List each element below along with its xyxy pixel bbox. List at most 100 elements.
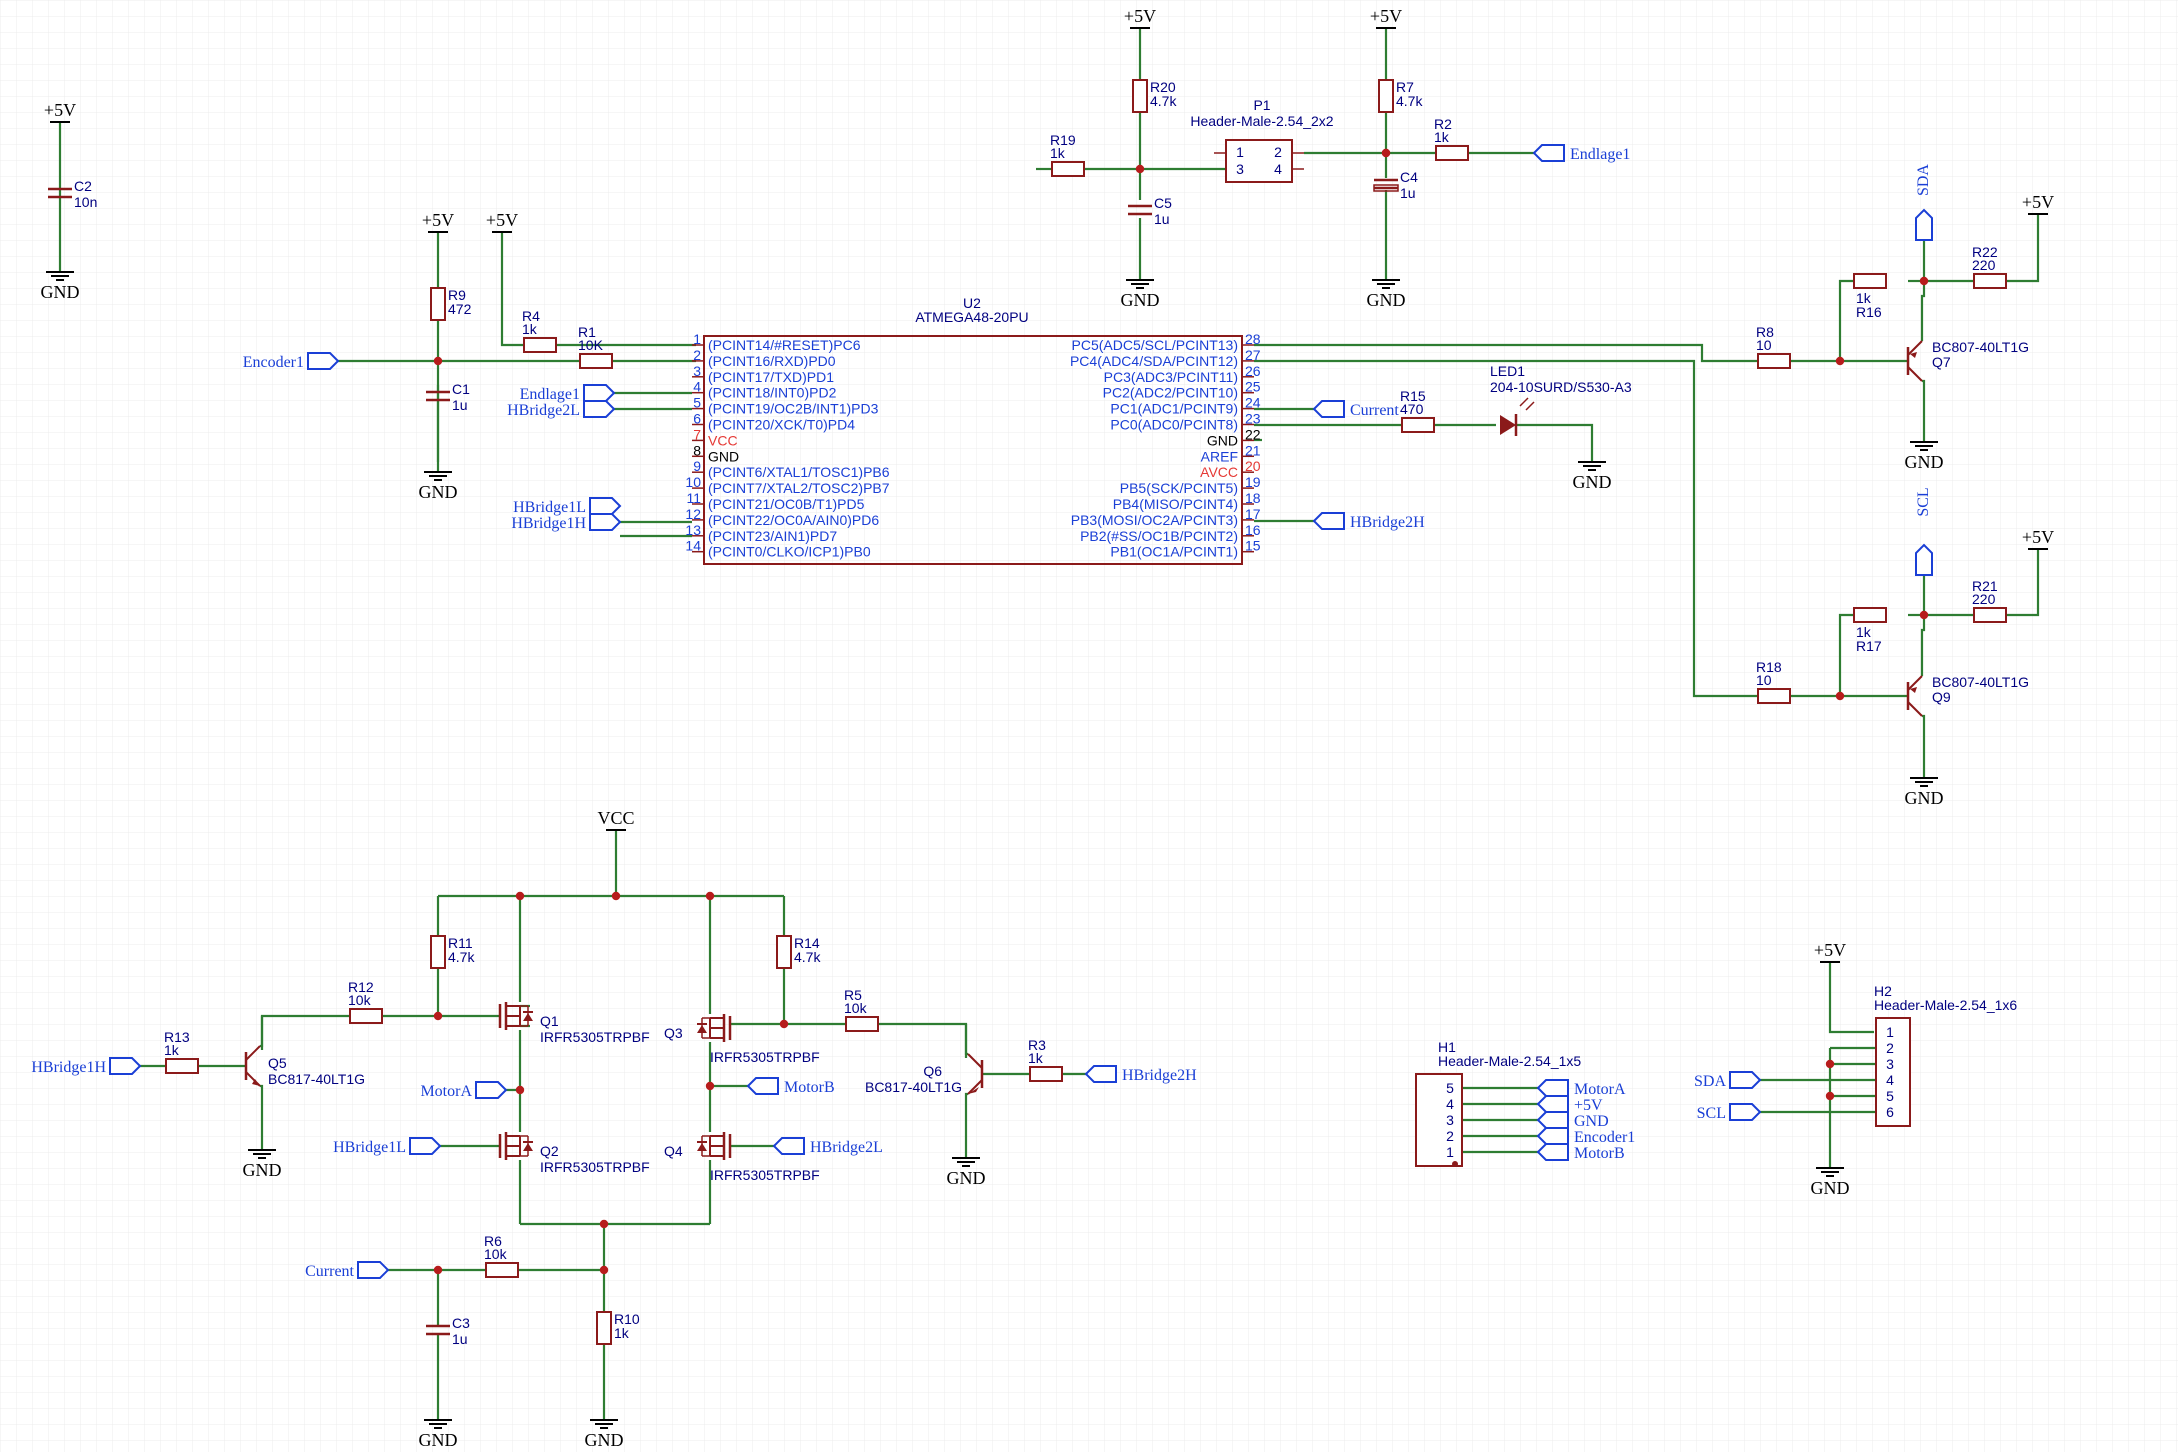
ref-label: R21	[1972, 578, 1998, 594]
value-label: 10k	[348, 992, 372, 1008]
junction-dot	[1135, 164, 1145, 174]
value-label: 4.7k	[448, 949, 475, 965]
mcu-pin-number: 12	[685, 506, 701, 522]
value-label: 220	[1972, 591, 1996, 607]
power-5v-r20: +5V	[1124, 6, 1156, 29]
ref-label: C3	[452, 1315, 470, 1331]
value-label: 10k	[844, 1000, 868, 1016]
gnd-c2: GND	[41, 262, 80, 302]
net-label: HBridge2H	[1350, 514, 1425, 531]
net-label: Current	[1350, 402, 1399, 419]
mcu-pin-number: 1	[693, 331, 701, 347]
mcu-pin-name: PB5(SCK/PCINT5)	[1120, 480, 1238, 496]
wire	[260, 1016, 264, 1048]
gnd-label: GND	[947, 1168, 986, 1188]
ref-label: R1	[578, 324, 596, 340]
wire	[1922, 714, 1926, 768]
value-label: 1k	[614, 1325, 630, 1341]
power-vcc: VCC	[597, 808, 635, 831]
ref-label: R11	[448, 935, 473, 951]
net-flag-encoder1: Encoder1	[243, 352, 340, 371]
wire	[1922, 379, 1926, 432]
resistor-R7[interactable]: R74.7k	[1378, 79, 1423, 113]
mcu-pin-name: PC1(ADC1/PCINT9)	[1110, 401, 1238, 417]
net-label: HBridge1L	[333, 1139, 406, 1156]
net-flag-hbridge1l: HBridge1L	[513, 497, 622, 516]
mcu-U2[interactable]: U2ATMEGA48-20PU1(PCINT14/#RESET)PC62(PCI…	[685, 295, 1261, 565]
mcu-pin-name: PB2(#SS/OC1B/PCINT2)	[1080, 528, 1238, 544]
gnd-label: GND	[419, 482, 458, 502]
gnd-label: GND	[585, 1430, 624, 1450]
mcu-pin-name: (PCINT23/AIN1)PD7	[708, 528, 837, 544]
mcu-pin-number: 8	[693, 442, 701, 458]
wire	[500, 232, 524, 347]
ref-label: C1	[452, 381, 470, 397]
mcu-pin-number: 11	[686, 490, 701, 506]
value-label: Header-Male-2.54_1x5	[1438, 1053, 1581, 1069]
net-flag-hbridge1l-bottom: HBridge1L	[333, 1137, 442, 1156]
power-5v-r4: +5V	[486, 210, 518, 233]
power-5v-c2: +5V	[44, 100, 76, 123]
net-label: MotorA	[420, 1083, 472, 1100]
value-label: 10	[1756, 337, 1772, 353]
wire	[1828, 962, 1874, 1034]
mcu-value: ATMEGA48-20PU	[915, 309, 1028, 325]
mcu-ref: U2	[963, 295, 981, 311]
pin-number: 3	[1236, 161, 1244, 177]
mcu-pin-number: 9	[693, 458, 701, 474]
gnd-c1: GND	[419, 462, 458, 502]
mcu-pin-number: 16	[1245, 522, 1261, 538]
pin-number: 4	[1446, 1096, 1454, 1112]
value-label: BC807-40LT1G	[1932, 339, 2029, 355]
mcu-pin-number: 5	[693, 395, 701, 411]
wire	[1254, 343, 1758, 363]
net-label: SDA	[1694, 1073, 1726, 1090]
gnd-q5: GND	[243, 1140, 282, 1180]
net-flag-hbridge2h-right: HBridge2H	[1084, 1065, 1197, 1084]
gnd-c5: GND	[1121, 270, 1160, 310]
ref-label: R6	[484, 1233, 502, 1249]
mcu-pin-name: AREF	[1201, 448, 1238, 464]
power-label: +5V	[1370, 6, 1402, 26]
net-label: HBridge2L	[810, 1139, 883, 1156]
net-flag-h2-sda: SDA	[1694, 1071, 1762, 1090]
